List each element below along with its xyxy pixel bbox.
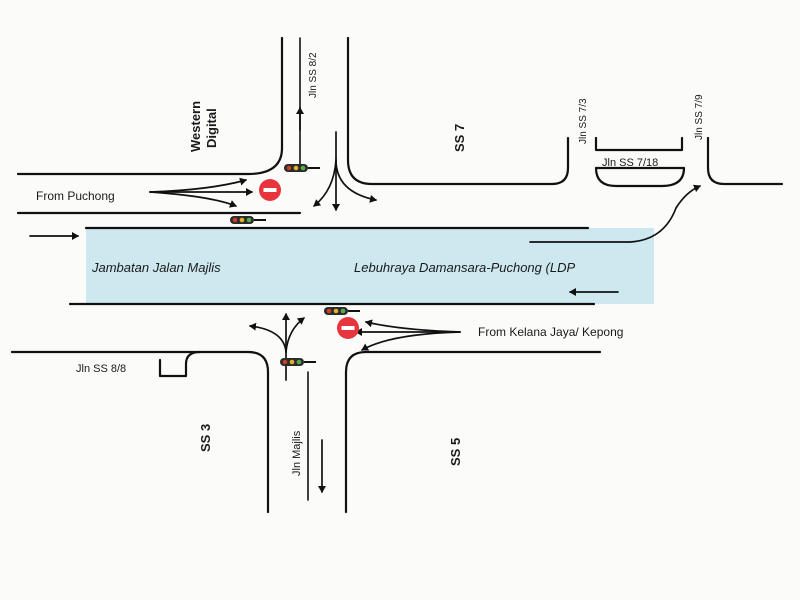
no-entry-sign-icon	[259, 179, 281, 201]
direction-arrow-icon	[149, 177, 253, 208]
label-western-digital-2: Digital	[204, 108, 219, 148]
label-western-digital-1: Western	[188, 101, 203, 152]
road-edge-bottom-left	[10, 350, 270, 514]
traffic-light-icon	[230, 216, 266, 224]
traffic-light-icon	[284, 164, 320, 172]
label-ss5: SS 5	[448, 438, 463, 466]
label-ldp: Lebuhraya Damansara-Puchong (LDP	[354, 260, 575, 275]
road-edge-ss7-18-left	[594, 136, 684, 152]
road-edge-ss7-18-loop	[594, 166, 686, 188]
direction-arrow-icon	[313, 131, 377, 211]
label-jln-ss8-2: Jln SS 8/2	[308, 52, 319, 98]
road-edge-top-left	[16, 36, 284, 176]
road-edge-top-right	[346, 36, 570, 186]
label-ss7: SS 7	[452, 124, 467, 152]
traffic-light-icon	[324, 307, 360, 315]
label-jln-ss8-8: Jln SS 8/8	[76, 363, 126, 375]
label-jambatan: Jambatan Jalan Majlis	[91, 260, 221, 275]
direction-arrow-icon	[355, 319, 461, 351]
road-edge-ss8-8	[158, 350, 202, 378]
label-jln-ss7-9: Jln SS 7/9	[694, 94, 705, 140]
label-jln-majlis: Jln Majlis	[291, 430, 303, 476]
traffic-light-icon	[280, 358, 316, 366]
no-entry-sign-icon	[337, 317, 359, 339]
highway-band	[86, 228, 654, 304]
road-edge-bottom-right	[344, 350, 602, 514]
label-ss3: SS 3	[198, 424, 213, 452]
label-from-puchong: From Puchong	[36, 189, 115, 203]
direction-arrow-icon	[249, 313, 305, 381]
label-jln-ss7-3: Jln SS 7/3	[578, 98, 589, 144]
label-jln-ss7-18: Jln SS 7/18	[602, 157, 658, 169]
road-edge-far-right	[706, 136, 784, 186]
label-from-kelana: From Kelana Jaya/ Kepong	[478, 325, 623, 339]
direction-arrow-icon	[529, 184, 701, 243]
